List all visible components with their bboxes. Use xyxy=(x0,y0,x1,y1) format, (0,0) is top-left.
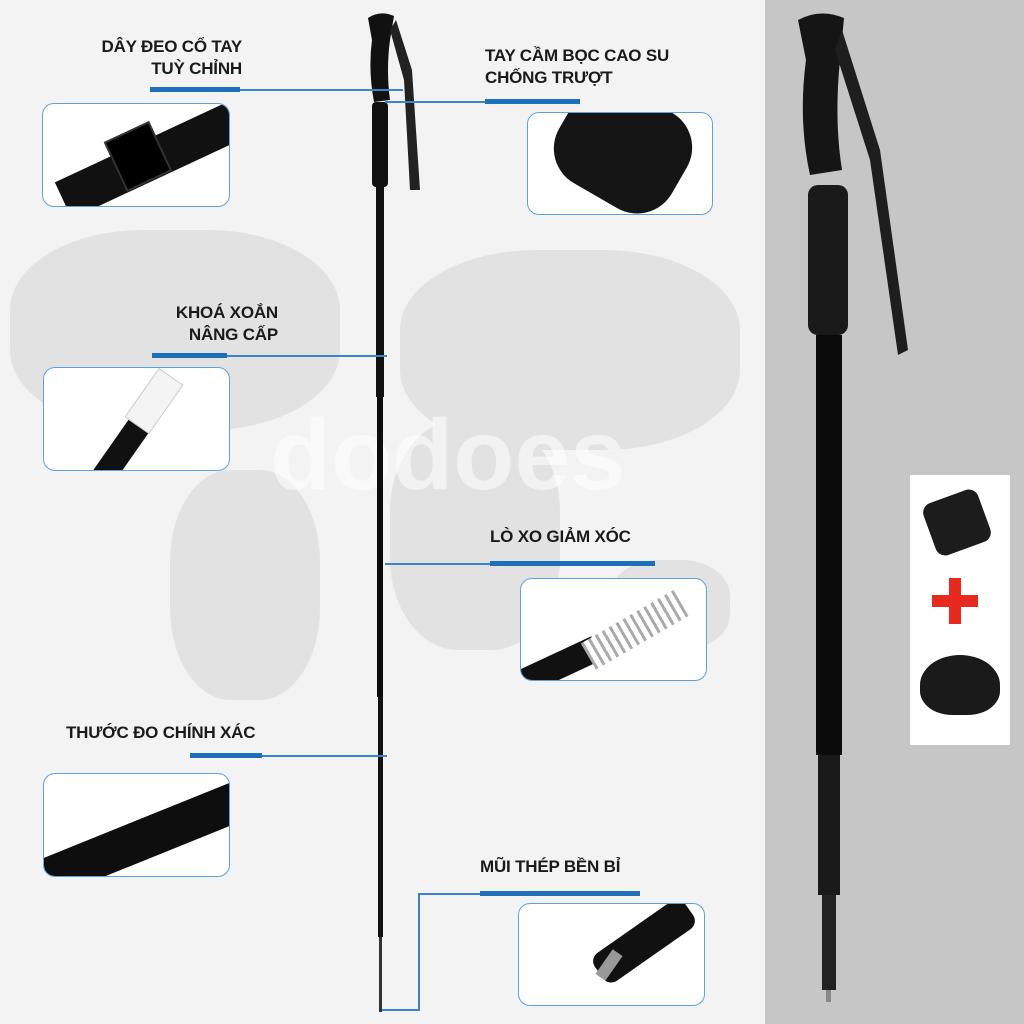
trekking-pole-photo xyxy=(798,13,908,1002)
detail-image-steel-tip xyxy=(518,903,705,1006)
watermark: dodoes xyxy=(270,399,626,511)
label-line: THƯỚC ĐO CHÍNH XÁC xyxy=(66,723,256,742)
label-line: KHOÁ XOẮN xyxy=(175,303,278,322)
label-line: TAY CẦM BỌC CAO SU xyxy=(485,46,670,65)
plus-icon-vertical xyxy=(949,578,961,624)
callout-line xyxy=(190,753,262,758)
callout-line xyxy=(150,87,240,92)
callout-line xyxy=(480,891,640,896)
label-line: CHỐNG TRƯỢT xyxy=(485,68,613,87)
callout-line xyxy=(385,563,490,565)
feature-label-grip: TAY CẦM BỌC CAO SU CHỐNG TRƯỢT xyxy=(485,45,715,89)
callout-line xyxy=(385,101,485,103)
mud-basket-icon xyxy=(920,655,1000,715)
trekking-pole-diagram xyxy=(368,13,420,1012)
callout-line xyxy=(262,755,387,757)
callout-line xyxy=(490,561,655,566)
feature-label-wrist-strap: DÂY ĐEO CỔ TAY TUỲ CHỈNH xyxy=(40,36,243,80)
callout-line xyxy=(240,89,403,91)
feature-label-shock-spring: LÒ XO GIẢM XÓC xyxy=(490,526,690,548)
callout-line xyxy=(382,1009,420,1011)
label-line: MŨI THÉP BỀN BỈ xyxy=(480,857,621,876)
feature-label-twist-lock: KHOÁ XOẮN NÂNG CẤP xyxy=(60,302,278,346)
callout-line xyxy=(485,99,580,104)
callout-line xyxy=(418,893,420,1011)
detail-image-grip xyxy=(527,112,713,215)
callout-line xyxy=(418,893,480,895)
feature-label-measuring-scale: THƯỚC ĐO CHÍNH XÁC xyxy=(66,722,296,744)
detail-image-twist-lock xyxy=(43,367,230,471)
label-line: TUỲ CHỈNH xyxy=(151,59,242,78)
detail-image-shock-spring xyxy=(520,578,707,681)
world-map-south-america xyxy=(170,470,320,700)
accessories-box xyxy=(910,475,1010,745)
feature-label-steel-tip: MŨI THÉP BỀN BỈ xyxy=(480,856,680,878)
label-line: NÂNG CẤP xyxy=(188,325,278,344)
callout-line xyxy=(227,355,387,357)
detail-image-measuring-scale xyxy=(43,773,230,877)
label-line: DÂY ĐEO CỔ TAY xyxy=(101,37,243,56)
label-line: LÒ XO GIẢM XÓC xyxy=(490,527,631,546)
callout-line xyxy=(152,353,227,358)
rubber-tip-icon xyxy=(920,486,994,559)
detail-image-wrist-strap xyxy=(42,103,230,207)
world-map-eurasia xyxy=(400,250,740,450)
